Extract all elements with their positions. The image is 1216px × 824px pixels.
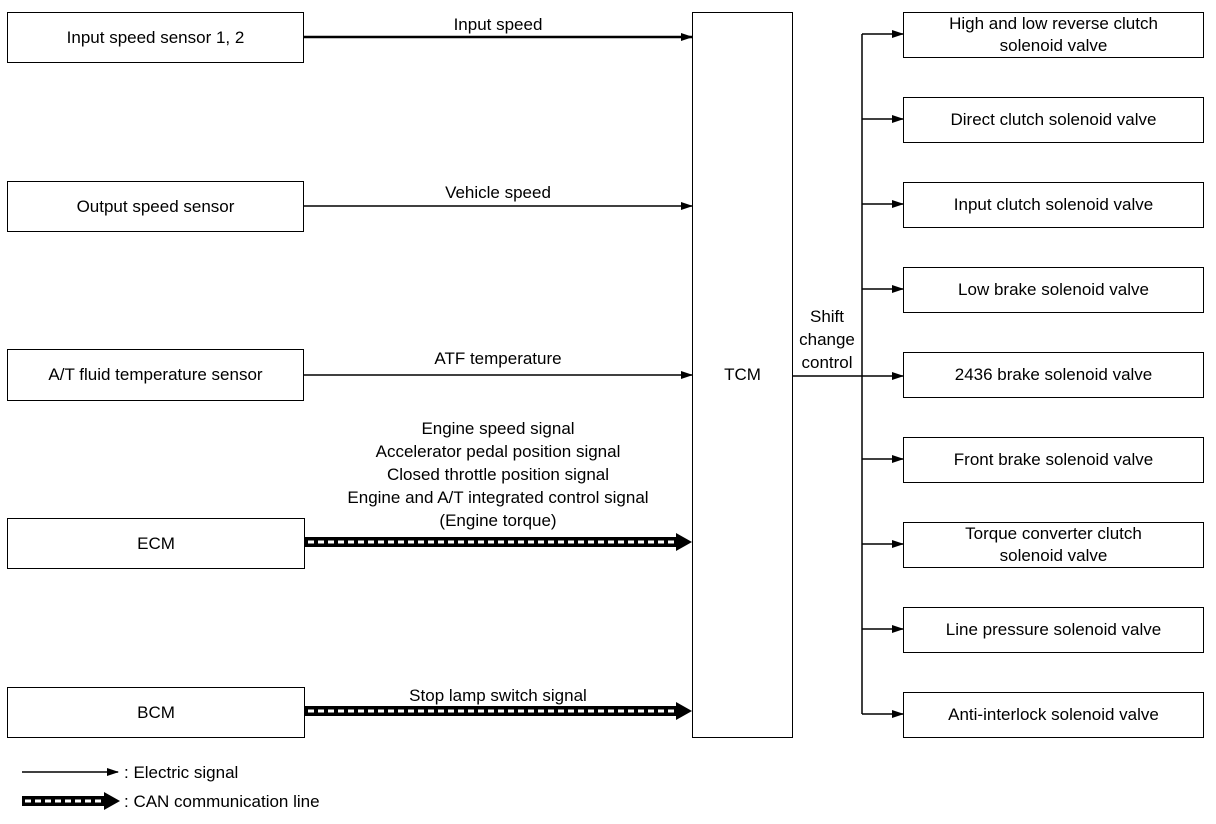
ecm-box: ECM (7, 518, 305, 569)
input-speed-label: Input speed (453, 15, 543, 34)
atf-temperature-label: ATF temperature (434, 349, 562, 368)
ecm-can-line (305, 533, 692, 551)
bcm-can-line (305, 702, 692, 720)
vehicle-speed-label: Vehicle speed (445, 183, 551, 202)
stop-lamp-signal-label: Stop lamp switch signal (409, 686, 587, 705)
solenoid-valve-box: Input clutch solenoid valve (903, 182, 1204, 228)
tcm-box: TCM (692, 12, 793, 738)
solenoid-valve-box: Line pressure solenoid valve (903, 607, 1204, 653)
legend-electric-label: : Electric signal (124, 763, 239, 782)
solenoid-valve-box: High and low reverse clutch solenoid val… (903, 12, 1204, 58)
legend-can-line (22, 792, 120, 810)
input-speed-sensor-box: Input speed sensor 1, 2 (7, 12, 304, 63)
output-speed-sensor-box: Output speed sensor (7, 181, 304, 232)
solenoid-valve-box: Direct clutch solenoid valve (903, 97, 1204, 143)
bcm-box: BCM (7, 687, 305, 738)
solenoid-valve-box: 2436 brake solenoid valve (903, 352, 1204, 398)
ecm-signals-label: Engine speed signal Accelerator pedal po… (347, 419, 649, 530)
legend-can-label: : CAN communication line (124, 792, 320, 811)
shift-change-control-label: Shift change control (799, 307, 855, 372)
solenoid-valve-box: Low brake solenoid valve (903, 267, 1204, 313)
solenoid-valve-box: Torque converter clutch solenoid valve (903, 522, 1204, 568)
solenoid-valve-box: Front brake solenoid valve (903, 437, 1204, 483)
solenoid-valve-box: Anti-interlock solenoid valve (903, 692, 1204, 738)
atf-temperature-sensor-box: A/T fluid temperature sensor (7, 349, 304, 401)
